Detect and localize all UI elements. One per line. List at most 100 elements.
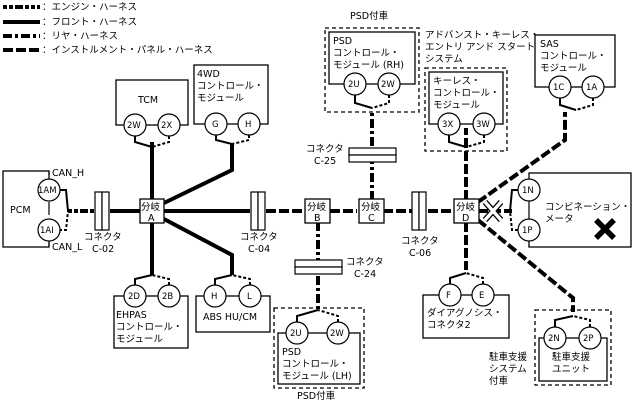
tcm-pin-2w — [123, 113, 147, 137]
meter-label-1: コンビネーション・ — [545, 202, 630, 213]
ehpas-pin-2b-label: 2B — [162, 292, 173, 302]
harness-d-sas — [476, 112, 567, 204]
keyless-option-frame — [424, 67, 508, 152]
4wd-pin-g — [204, 112, 228, 136]
harness-d-parking — [476, 218, 575, 312]
4wd-label-2: コントロール・ — [197, 81, 264, 92]
sas-box — [534, 34, 616, 88]
keyless-system-label-1: アドバンスト・キーレス・ — [425, 30, 539, 41]
sas-label-3: モジュール — [540, 63, 587, 74]
pcm-pin-1ai — [37, 218, 61, 242]
psd-rh-label-3: モジュール (RH) — [333, 60, 404, 71]
connector-c04-id: C-04 — [248, 244, 270, 255]
legend-rear-label: ：リヤ・ハーネス — [42, 31, 118, 42]
psd-lh-module: 2U 2W PSD コントロール・ モジュール (LH) PSD付車 — [273, 307, 365, 402]
branch-c-label: 分岐 — [361, 201, 381, 213]
ehpas-label-1: EHPAS — [116, 310, 147, 321]
psd-rh-box — [328, 31, 416, 85]
psd-rh-pin-2u — [343, 72, 367, 96]
parking-pin-2n-label: 2N — [548, 334, 560, 344]
parking-note-1: 駐車支援 — [489, 351, 528, 363]
pcm-pin-1am — [37, 178, 61, 202]
parking-assist-module: 駐車支援 システム 付車 2N 2P 駐車支援 ユニット — [489, 309, 612, 387]
ehpas-pin-2b — [157, 284, 181, 308]
psd-rh-label-1: PSD — [333, 36, 352, 47]
keyless-system-label-2: エントリ アンド スタート・ — [425, 42, 545, 53]
ehpas-pin-2d — [123, 284, 147, 308]
abs-pin-h — [203, 284, 227, 308]
legend-engine-label: ：エンジン・ハーネス — [42, 2, 137, 13]
tcm-pin-2x-label: 2X — [161, 121, 172, 131]
keyless-pin-3x — [437, 112, 461, 136]
branch-a-id: A — [148, 213, 155, 224]
connector-c02: コネクタ C-02 — [84, 191, 122, 255]
meter-pin-1n-label: 1N — [522, 186, 534, 196]
harness-a-abs — [163, 217, 234, 275]
psd-lh-pin-2w-label: 2W — [330, 329, 344, 339]
connector-c06: コネクタ C-06 — [401, 191, 439, 259]
4wd-label-1: 4WD — [197, 69, 220, 80]
tcm-pin-2x — [157, 113, 181, 137]
connector-c02-label: コネクタ — [84, 232, 122, 243]
branch-d-label: 分岐 — [456, 201, 476, 213]
abs-pin-l-label: L — [247, 292, 252, 302]
connector-c04-label: コネクタ — [240, 232, 278, 243]
psd-lh-label-2: コントロール・ — [282, 359, 349, 370]
connector-c25: コネクタ C-25 — [306, 144, 397, 167]
parking-label-2: ユニット — [552, 364, 590, 375]
harness-a-4wd — [163, 144, 234, 205]
parking-option-frame — [534, 309, 612, 386]
parking-note-3: 付車 — [489, 375, 509, 387]
parking-label-1: 駐車支援 — [552, 351, 591, 363]
branch-c: 分岐 C — [358, 198, 385, 224]
psd-rh-pin-2w — [377, 72, 401, 96]
pcm-pin-1ai-label: 1AI — [40, 226, 54, 236]
branch-b-id: B — [314, 213, 321, 224]
pcm-pin-1am-label: 1AM — [38, 186, 57, 196]
connector-c25-id: C-25 — [314, 156, 336, 167]
diag-label-1: ダイアグノシス・ — [427, 307, 502, 319]
diag-pin-f-label: F — [446, 291, 451, 301]
legend-inst-label: ：インストルメント・パネル・ハーネス — [42, 45, 213, 56]
parking-note-2: システム — [489, 364, 527, 375]
branch-a-label: 分岐 — [141, 201, 161, 213]
4wd-label-3: モジュール — [197, 93, 244, 104]
psd-rh-option-frame — [324, 27, 420, 113]
sas-pin-1c — [548, 75, 572, 99]
keyless-label-2: コントロール・ — [433, 88, 500, 99]
ehpas-label-2: コントロール・ — [116, 322, 183, 333]
connector-c02-id: C-02 — [92, 244, 114, 255]
disconnect-mark-icon — [482, 200, 504, 222]
abs-label: ABS HU/CM — [203, 312, 257, 323]
keyless-pin-3w — [472, 112, 496, 136]
meter-pin-1p — [517, 218, 541, 242]
ehpas-pin-2d-label: 2D — [128, 292, 140, 302]
keyless-label-1: キーレス・ — [433, 76, 481, 87]
diag-pin-e — [471, 283, 495, 307]
meter-label-2: メータ — [545, 214, 574, 225]
psd-lh-note: PSD付車 — [297, 390, 336, 402]
legend: ：エンジン・ハーネス ：フロント・ハーネス ：リヤ・ハーネス ：インストルメント… — [3, 2, 213, 56]
keyless-pin-3w-label: 3W — [476, 120, 490, 130]
can-h-label: CAN_H — [52, 168, 84, 179]
abs-pin-h-label: H — [211, 292, 217, 302]
branch-a: 分岐 A — [139, 198, 165, 224]
sas-pin-1c-label: 1C — [553, 83, 564, 93]
tcm-module: TCM 2W 2X — [115, 79, 189, 148]
connector-c06-id: C-06 — [409, 248, 431, 259]
diag-connector-module: F E ダイアグノシス・ コネクタ2 — [422, 272, 510, 339]
branch-d: 分岐 D — [453, 198, 480, 224]
diag-pin-f — [438, 283, 462, 307]
connector-c25-label: コネクタ — [306, 144, 344, 155]
connector-c24-id: C-24 — [354, 269, 376, 280]
can-l-label: CAN_L — [52, 242, 83, 253]
ehpas-label-3: モジュール — [116, 334, 163, 345]
connector-c24: コネクタ C-24 — [294, 257, 384, 280]
psd-rh-pin-2w-label: 2W — [381, 80, 395, 90]
keyless-system-label-3: システム — [425, 54, 463, 65]
branch-d-id: D — [462, 213, 469, 224]
sas-pin-1a — [581, 75, 605, 99]
psd-lh-option-frame — [273, 307, 365, 389]
psd-lh-pin-2u — [285, 321, 309, 345]
